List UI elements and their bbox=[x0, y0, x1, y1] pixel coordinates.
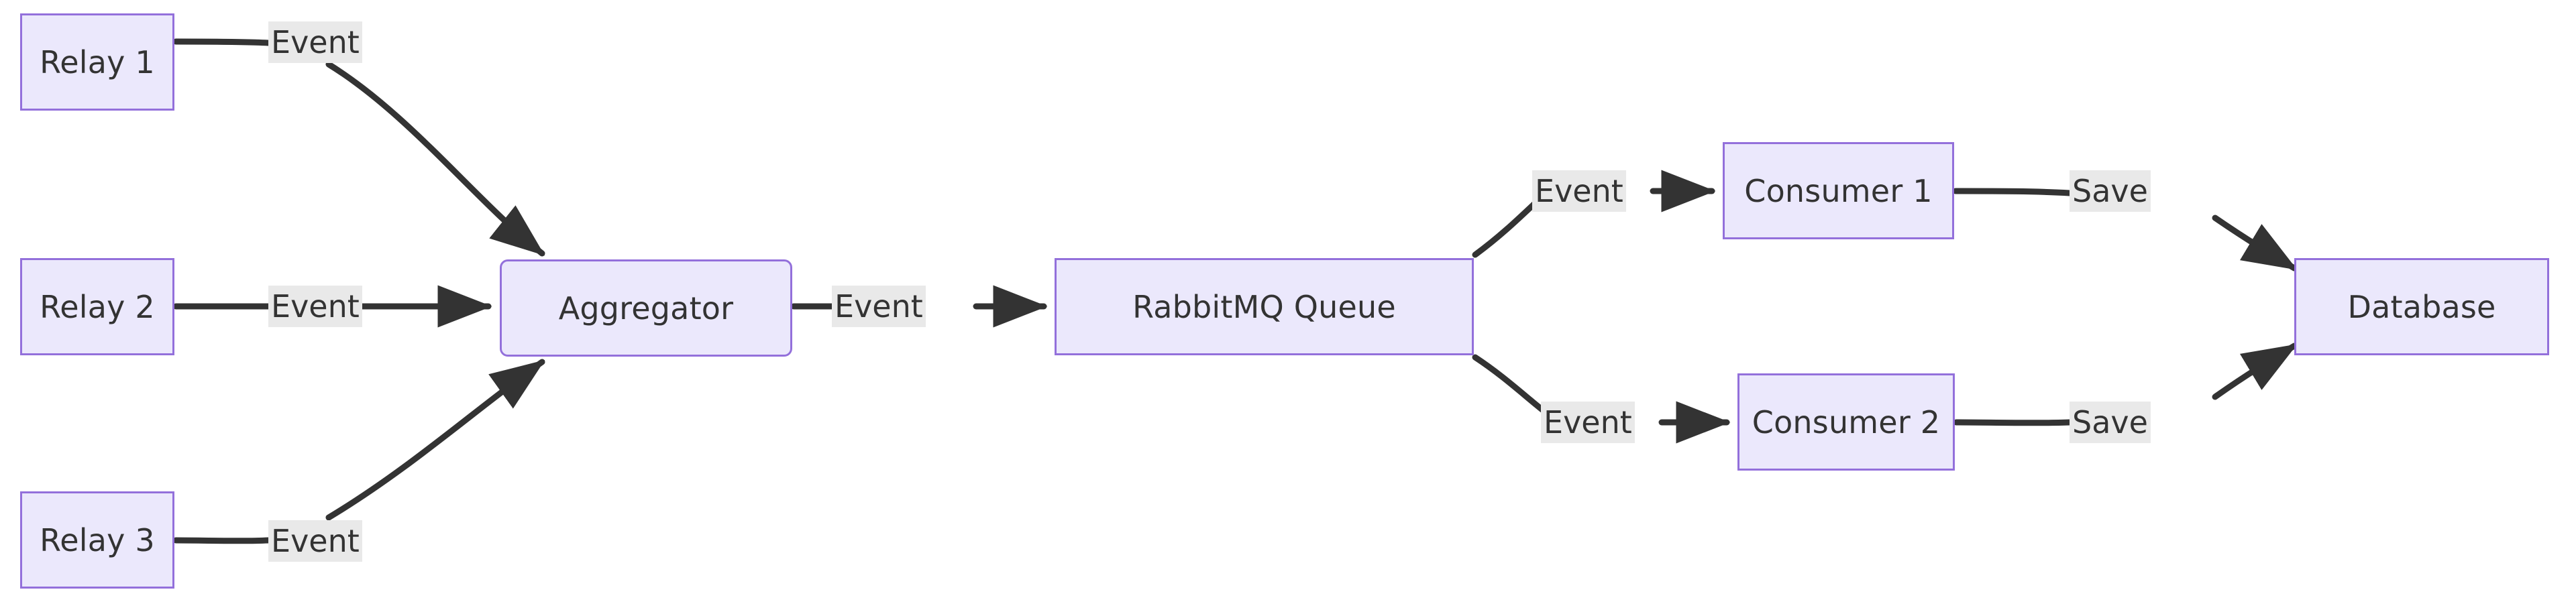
node-aggregator[interactable]: Aggregator bbox=[500, 259, 792, 357]
node-label: Aggregator bbox=[558, 290, 734, 326]
node-rabbitmq-queue[interactable]: RabbitMQ Queue bbox=[1055, 258, 1474, 355]
edge-consumer1-database-segment-a bbox=[1952, 188, 2073, 196]
edge-label-queue-consumer1: Event bbox=[1532, 170, 1626, 212]
node-relay-3[interactable]: Relay 3 bbox=[20, 491, 174, 589]
edge-label-relay1-aggregator: Event bbox=[268, 21, 362, 63]
node-database[interactable]: Database bbox=[2294, 258, 2549, 355]
node-label: Consumer 1 bbox=[1744, 172, 1933, 209]
edge-consumer2-database-segment-b bbox=[2212, 343, 2298, 400]
edge-label-relay2-aggregator: Event bbox=[268, 286, 362, 327]
node-label: Database bbox=[2347, 288, 2496, 325]
edge-label-consumer1-database: Save bbox=[2070, 170, 2151, 212]
edge-label-text: Event bbox=[1544, 404, 1632, 440]
node-label: RabbitMQ Queue bbox=[1132, 288, 1396, 325]
edge-label-consumer2-database: Save bbox=[2070, 402, 2151, 443]
node-relay-1[interactable]: Relay 1 bbox=[20, 13, 174, 111]
node-consumer-1[interactable]: Consumer 1 bbox=[1723, 142, 1954, 239]
node-label: Relay 2 bbox=[40, 288, 155, 325]
edge-label-text: Event bbox=[271, 523, 360, 559]
node-label: Relay 3 bbox=[40, 522, 155, 558]
edge-label-queue-consumer2: Event bbox=[1541, 402, 1635, 443]
edge-label-relay3-aggregator: Event bbox=[268, 520, 362, 562]
edge-relay3-aggregator-segment-b bbox=[325, 359, 545, 521]
edge-relay1-aggregator-segment-b bbox=[325, 61, 545, 257]
edge-consumer2-database-segment-a bbox=[1953, 419, 2073, 426]
edge-label-text: Event bbox=[271, 288, 360, 324]
node-label: Consumer 2 bbox=[1752, 404, 1941, 440]
edge-label-aggregator-queue: Event bbox=[832, 286, 926, 327]
edge-label-text: Event bbox=[835, 288, 923, 324]
node-label: Relay 1 bbox=[40, 44, 155, 80]
edge-queue-consumer2-segment-a bbox=[1472, 354, 1546, 414]
edge-label-text: Save bbox=[2072, 404, 2148, 440]
edge-relay3-aggregator-segment-a bbox=[172, 537, 272, 544]
edge-label-text: Event bbox=[1535, 173, 1623, 209]
node-consumer-2[interactable]: Consumer 2 bbox=[1737, 373, 1955, 471]
edge-relay1-aggregator-segment-a bbox=[172, 38, 272, 46]
edge-consumer1-database-segment-b bbox=[2212, 215, 2298, 271]
node-relay-2[interactable]: Relay 2 bbox=[20, 258, 174, 355]
edge-label-text: Event bbox=[271, 24, 360, 60]
edge-label-text: Save bbox=[2072, 173, 2148, 209]
